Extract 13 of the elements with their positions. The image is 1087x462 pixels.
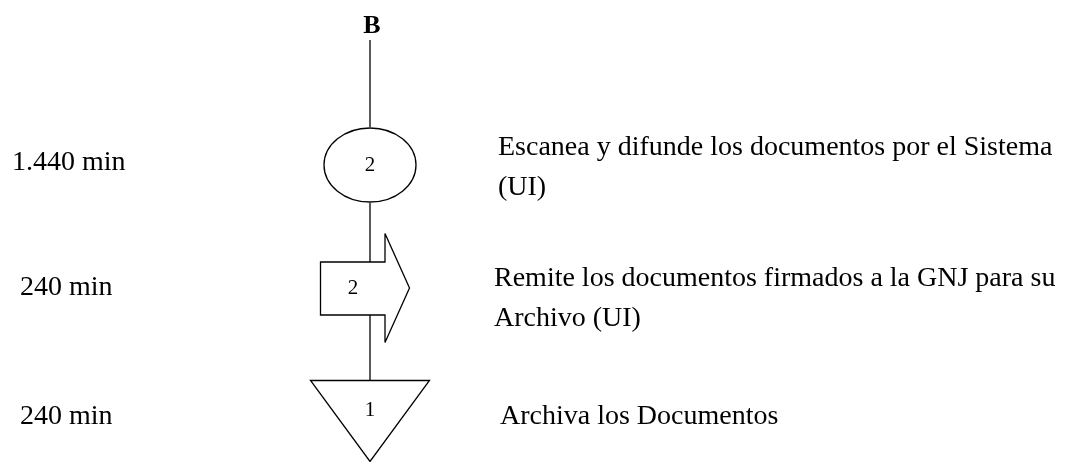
duration-label: 240 min [20, 398, 114, 432]
step-description: Remite los documentos firmados a la GNJ para su Archivo (UI) [494, 260, 1057, 334]
connector-label: B [362, 12, 382, 38]
step-number: 1 [363, 399, 377, 420]
connector-line [369, 314, 371, 381]
connector-line [369, 202, 371, 263]
step-number: 2 [346, 277, 360, 298]
step-description: Escanea y difunde los documentos por el Sistema (UI) [498, 129, 1054, 203]
step-number: 2 [363, 154, 377, 175]
duration-label: 240 min [20, 269, 114, 303]
connector-line [369, 39, 371, 128]
duration-label: 1.440 min [12, 144, 127, 178]
step-description: Archiva los Documentos [500, 398, 780, 432]
